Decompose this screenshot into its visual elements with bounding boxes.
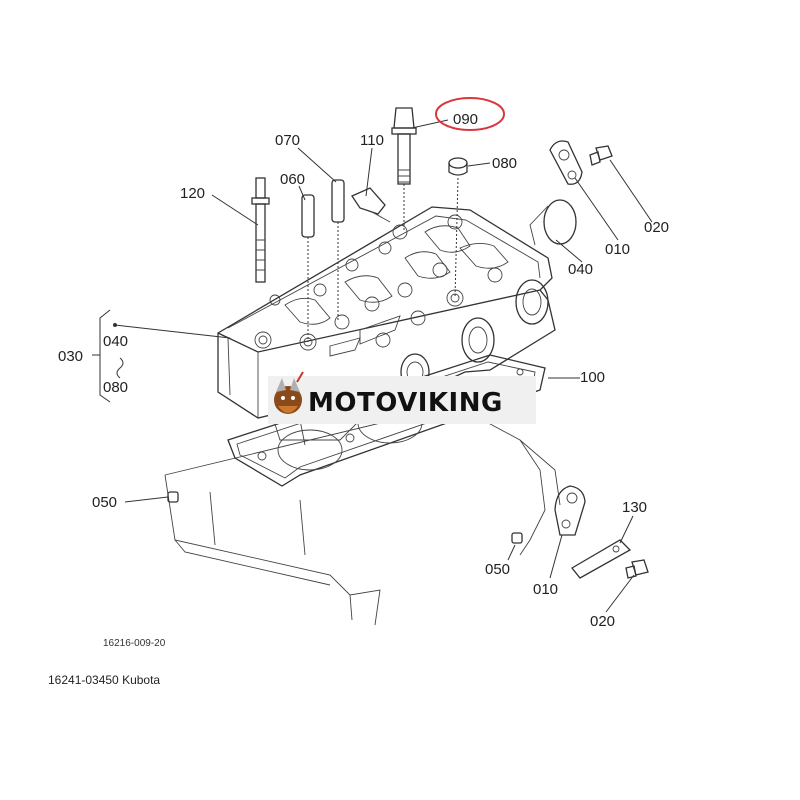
bolt-020-upper bbox=[589, 145, 613, 166]
stud-120 bbox=[251, 177, 270, 283]
callout-020-bottom: 020 bbox=[590, 613, 615, 630]
viking-logo-icon bbox=[274, 371, 304, 414]
plug-040 bbox=[529, 199, 577, 246]
callout-010-top: 010 bbox=[605, 241, 630, 258]
callout-040-left: 040 bbox=[103, 333, 128, 350]
callout-050-right: 050 bbox=[485, 561, 510, 578]
hanger-010-upper bbox=[549, 140, 583, 185]
callout-130: 130 bbox=[622, 499, 647, 516]
part-caption: 16241-03450 Kubota bbox=[48, 673, 161, 687]
watermark-text: MOTOVIKING bbox=[308, 388, 503, 418]
valve-guide-060 bbox=[301, 194, 315, 342]
watermark: MOTOVIKING bbox=[268, 371, 536, 424]
nozzle-110 bbox=[351, 187, 391, 223]
hanger-010-lower bbox=[554, 485, 586, 536]
valve-guide-070 bbox=[331, 179, 345, 322]
plate-130 bbox=[571, 539, 632, 579]
drawing-number: 16216-009-20 bbox=[103, 638, 166, 649]
engine-block-outline bbox=[164, 404, 561, 626]
head-bolt-090 bbox=[391, 107, 417, 232]
bolt-020-lower bbox=[625, 559, 649, 579]
callout-050-left: 050 bbox=[92, 494, 117, 511]
callout-110: 110 bbox=[360, 132, 384, 149]
cap-080 bbox=[448, 157, 468, 299]
callout-030: 030 bbox=[58, 348, 83, 365]
callout-060: 060 bbox=[280, 171, 305, 188]
callout-020-top: 020 bbox=[644, 219, 669, 236]
plug-050-right bbox=[511, 532, 523, 544]
callout-070: 070 bbox=[275, 132, 300, 149]
callout-040-right: 040 bbox=[568, 261, 593, 278]
callout-080-top: 080 bbox=[492, 155, 517, 172]
callout-100: 100 bbox=[580, 369, 605, 386]
callout-080-left: 080 bbox=[103, 379, 128, 396]
callout-090: 090 bbox=[453, 111, 478, 128]
callout-120: 120 bbox=[180, 185, 205, 202]
highlight-circle-090 bbox=[435, 97, 505, 131]
leader-lines bbox=[113, 119, 653, 613]
group-bracket-030 bbox=[92, 309, 124, 403]
plug-050-left bbox=[167, 491, 179, 503]
callout-010-bottom: 010 bbox=[533, 581, 558, 598]
callout-labels: 090 070 110 080 060 120 020 010 040 030 … bbox=[58, 111, 669, 649]
